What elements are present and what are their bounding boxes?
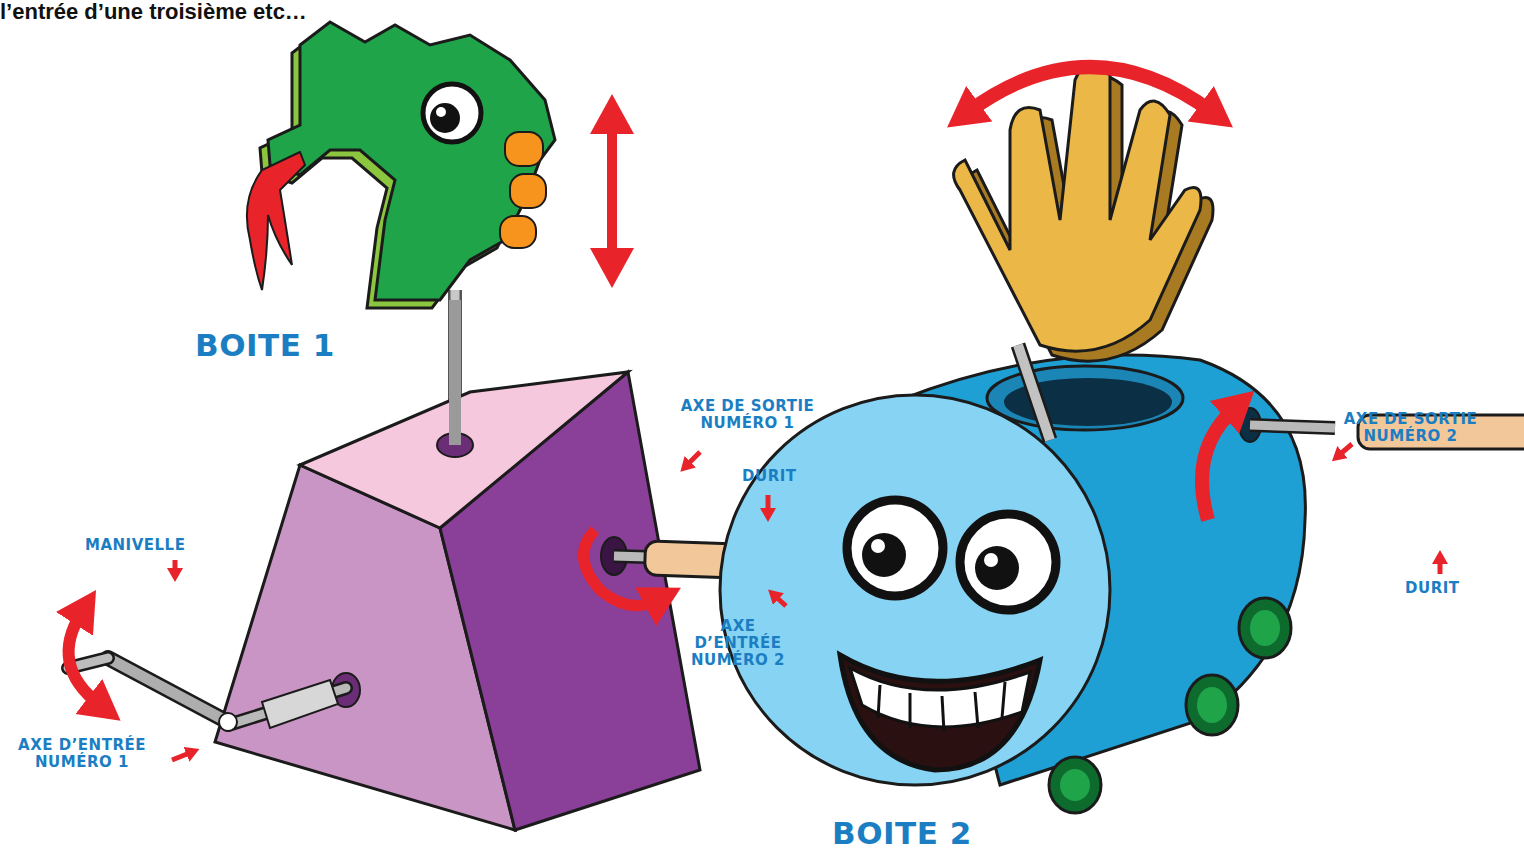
pointer-arrow <box>1438 558 1443 574</box>
part-label: MANIVELLE <box>85 537 235 554</box>
part-label: AXE DE SORTIE NUMÉRO 1 <box>660 398 835 432</box>
top-hole-rim <box>987 366 1183 430</box>
tooth-line <box>942 696 944 732</box>
motion-arrow <box>968 67 1212 112</box>
dragon-eye <box>423 84 481 142</box>
stick <box>1018 345 1050 440</box>
eye <box>847 500 943 596</box>
mouth <box>840 655 1040 770</box>
eye <box>960 514 1056 610</box>
box-group: BOITE 2 <box>760 90 1330 850</box>
part-label: AXE D’ENTRÉE NUMÉRO 2 <box>688 618 788 668</box>
wheel-rim <box>1060 769 1090 801</box>
teeth <box>850 668 1030 727</box>
pupil <box>862 533 906 577</box>
dragon-tongue <box>247 152 305 290</box>
crank-grip <box>262 680 338 728</box>
box-face <box>720 395 1110 785</box>
output-shaft <box>1250 425 1335 428</box>
dragon-pupil <box>430 103 460 133</box>
box-title: BOITE 2 <box>832 816 1132 851</box>
crank-arm <box>108 658 228 722</box>
motion-arrow <box>607 120 617 262</box>
tooth-line <box>878 685 880 718</box>
note-text: l’entrée d’une troisième etc… <box>0 0 520 25</box>
dragon-finger <box>500 216 536 248</box>
pointer-arrow <box>686 452 700 466</box>
dragon-head <box>268 22 555 300</box>
tooth-line <box>975 692 978 728</box>
wheel <box>1239 598 1291 658</box>
part-label: DURIT <box>742 468 822 485</box>
output-shaft <box>1250 425 1335 428</box>
eye-glint <box>984 553 998 567</box>
box-title: BOITE 1 <box>195 328 495 363</box>
part-label: AXE DE SORTIE NUMÉRO 2 <box>1318 411 1503 445</box>
pointer-arrow <box>766 495 771 514</box>
rotation-arrow <box>584 530 658 606</box>
part-label: AXE D’ENTRÉE NUMÉRO 1 <box>2 737 162 771</box>
eye-glint <box>436 107 446 117</box>
tooth-line <box>909 693 912 728</box>
wheel-rim <box>1250 610 1280 646</box>
wheel-rim <box>1197 687 1227 723</box>
crank-pivot <box>219 713 237 731</box>
stick <box>448 290 462 455</box>
wheel <box>1049 757 1101 813</box>
pointer-arrow <box>1338 444 1352 456</box>
hand <box>954 66 1201 351</box>
crank-arm <box>108 658 228 722</box>
pointer-arrow <box>774 595 786 606</box>
stick <box>449 300 461 445</box>
box-top <box>300 372 628 528</box>
stick <box>1018 345 1050 440</box>
wheel <box>1186 675 1238 735</box>
stick <box>451 290 460 455</box>
pupil <box>975 546 1019 590</box>
dragon-finger <box>510 174 546 208</box>
rotation-arrow <box>69 612 100 705</box>
pointer-arrow <box>173 560 178 574</box>
tooth-line <box>1002 682 1005 718</box>
dragon-finger <box>505 132 543 166</box>
box-group: BOITE 1 <box>190 322 710 837</box>
eye-glint <box>871 539 885 553</box>
part-label: DURIT <box>1405 580 1495 597</box>
pointer-arrow <box>172 752 192 760</box>
rotation-arrow <box>1202 408 1235 520</box>
